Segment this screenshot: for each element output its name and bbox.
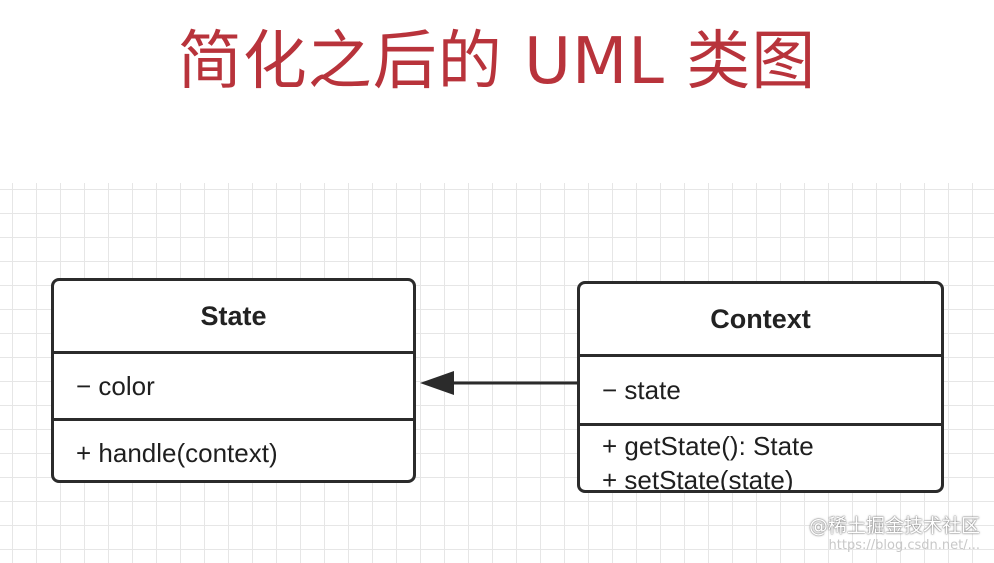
watermark-brand: @稀土掘金技术社区 [808, 515, 980, 537]
operation: + getState(): State [602, 431, 814, 461]
arrowhead-icon [420, 371, 454, 395]
watermark-url: https://blog.csdn.net/... [828, 538, 980, 553]
uml-class-state[interactable]: State − color + handle(context) [51, 278, 416, 483]
class-operations: + getState(): State + setState(state) [580, 423, 941, 493]
uml-class-context[interactable]: Context − state + getState(): State + se… [577, 281, 944, 493]
class-name: State [200, 301, 267, 331]
slide-title: 简化之后的 UML 类图 [177, 25, 817, 99]
diagram-canvas: State − color + handle(context) Context … [0, 183, 994, 563]
operation: + handle(context) [76, 438, 278, 468]
watermark: @稀土掘金技术社区 https://blog.csdn.net/... [809, 511, 980, 553]
class-attributes: − color [54, 351, 413, 418]
class-attributes: − state [580, 354, 941, 423]
attribute: − color [76, 371, 155, 401]
association-arrow [420, 371, 579, 395]
class-operations: + handle(context) [54, 418, 413, 480]
operation: + setState(state) [602, 465, 794, 493]
class-name: Context [710, 304, 811, 334]
attribute: − state [602, 375, 681, 405]
